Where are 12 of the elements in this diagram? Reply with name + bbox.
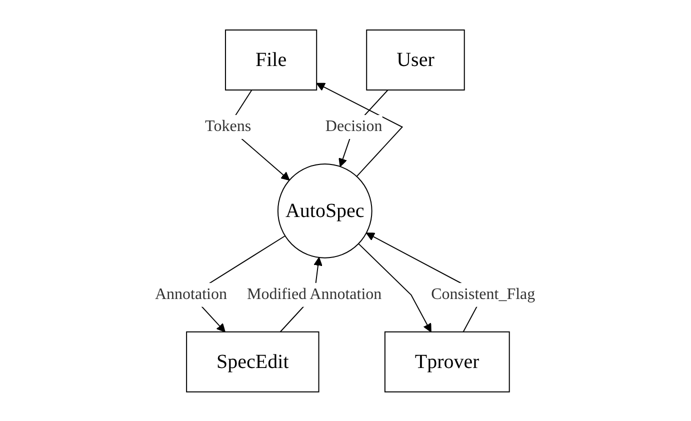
edge-label: Decision: [326, 118, 383, 135]
edge-label: Tokens: [205, 118, 252, 135]
edge-label: Consistent_Flag: [432, 285, 536, 302]
node-box: Tprover: [384, 330, 510, 392]
edge-label: Annotation: [155, 285, 228, 302]
arrow: [358, 242, 432, 332]
node-circle: AutoSpec: [278, 163, 373, 258]
arrow: [316, 82, 404, 176]
node-box: File: [225, 29, 318, 90]
edge-label: Modified Annotation: [247, 285, 382, 302]
node-box: User: [366, 29, 466, 90]
node-box: SpecEdit: [186, 330, 320, 392]
